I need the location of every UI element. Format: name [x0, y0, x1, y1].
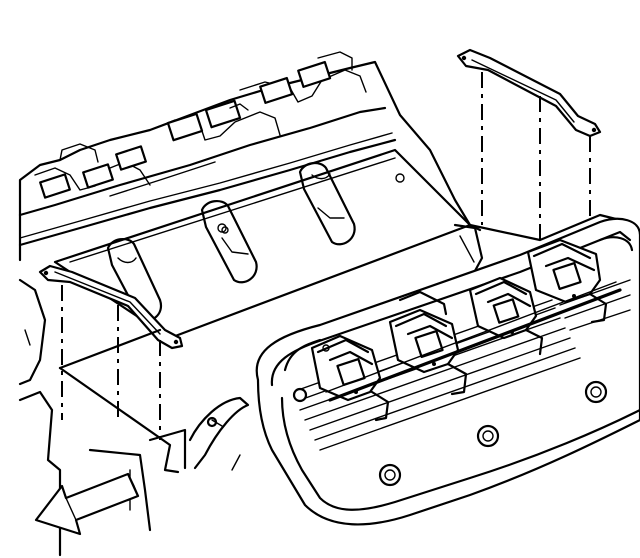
right-bracket: [456, 48, 602, 138]
ignition-coil-1: [310, 334, 390, 422]
valve-cover-bolts: [292, 380, 608, 487]
alignment-lines-right: [481, 72, 591, 240]
left-cylinder-head: [18, 51, 482, 262]
wiring-boss: [188, 396, 250, 471]
valvetrain-left: [34, 51, 367, 199]
alignment-lines-left: [61, 285, 161, 440]
arrow-front-icon: [34, 472, 140, 536]
left-bracket: [38, 264, 184, 350]
ignition-coil-4: [526, 230, 632, 324]
engine-block-left: [18, 278, 187, 557]
ignition-coils: [310, 230, 632, 422]
